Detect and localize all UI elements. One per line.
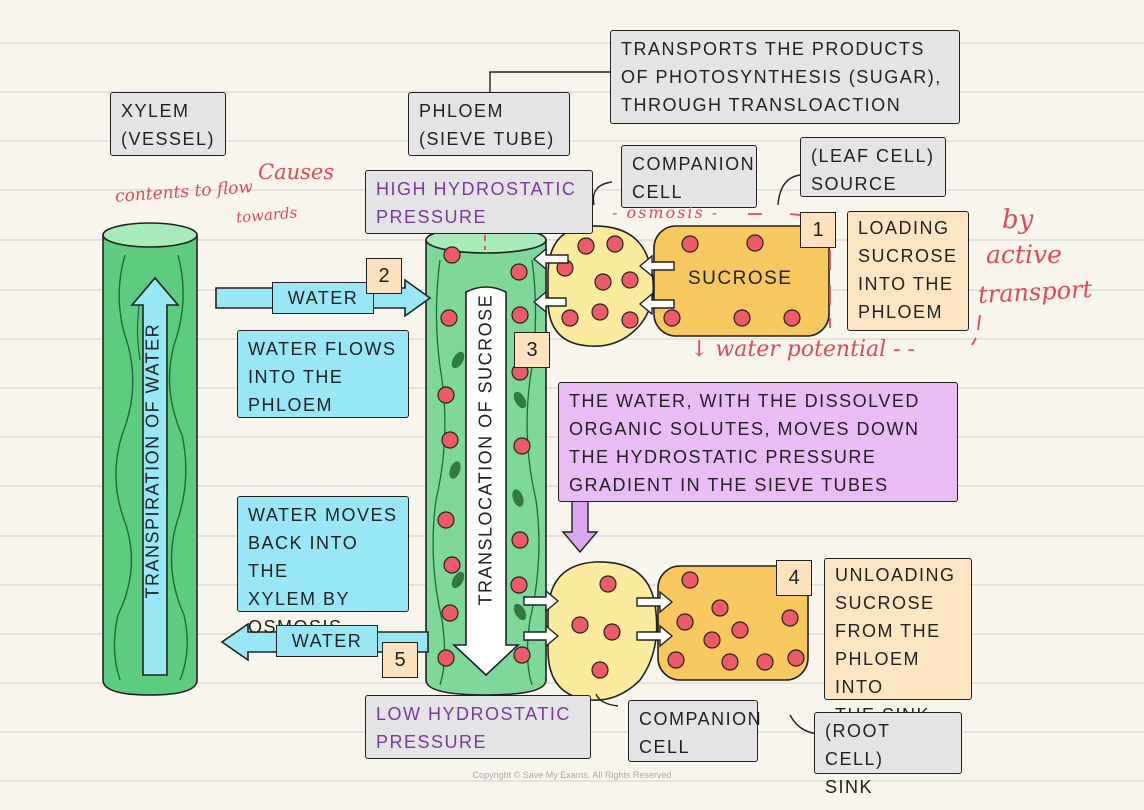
step-3-badge: 3 [514, 332, 550, 368]
companion-cell-label-top: COMPANION CELL [621, 145, 757, 208]
note-causes: Causes [258, 160, 335, 184]
note-water-potential: ↓ water potential - - [690, 337, 915, 362]
companion-cell-label-bottom: COMPANION CELL [628, 700, 761, 762]
water-label-top: WATER [272, 282, 374, 314]
note-by: by [1002, 205, 1034, 235]
leaf-source-label: (LEAF CELL) SOURCE [800, 137, 946, 197]
source-cells [532, 225, 830, 347]
sink-cells [523, 561, 809, 701]
step-1-badge: 1 [800, 212, 836, 248]
note-osmosis: - osmosis - [612, 203, 720, 222]
high-pressure-label: HIGH HYDROSTATIC PRESSURE [365, 170, 593, 234]
water-label-bottom: WATER [276, 625, 378, 657]
note-active: active [986, 240, 1062, 269]
step-2-badge: 2 [366, 258, 402, 294]
copyright-text: Copyright © Save My Exams. All Rights Re… [472, 770, 672, 780]
loading-sucrose-note: LOADING SUCROSE INTO THE PHLOEM [847, 211, 969, 331]
root-sink-label: (ROOT CELL) SINK [814, 712, 962, 797]
step-4-badge: 4 [776, 560, 812, 596]
mass-flow-arrow [561, 499, 599, 554]
sucrose-label: SUCROSE [688, 268, 793, 289]
water-flows-note: WATER FLOWS INTO THE PHLOEM [237, 330, 409, 418]
water-moves-back-note: WATER MOVES BACK INTO THE XYLEM BY OSMOS… [237, 496, 409, 637]
low-pressure-label: LOW HYDROSTATIC PRESSURE [365, 695, 591, 759]
phloem-function-note: TRANSPORTS THE PRODUCTS OF PHOTOSYNTHESI… [610, 30, 960, 124]
step-5-badge: 5 [382, 642, 418, 678]
transpiration-label: TRANSPIRATION OF WATER [142, 322, 163, 599]
xylem-label: XYLEM (VESSEL) [110, 92, 226, 156]
phloem-label: PHLOEM (SIEVE TUBE) [408, 92, 570, 156]
mass-flow-note: THE WATER, WITH THE DISSOLVED ORGANIC SO… [558, 382, 958, 502]
unloading-sucrose-note: UNLOADING SUCROSE FROM THE PHLOEM INTO T… [824, 558, 972, 725]
note-transport: transport [977, 275, 1093, 309]
xylem-vessel [102, 222, 198, 696]
translocation-label: TRANSLOCATION OF SUCROSE [475, 293, 496, 606]
